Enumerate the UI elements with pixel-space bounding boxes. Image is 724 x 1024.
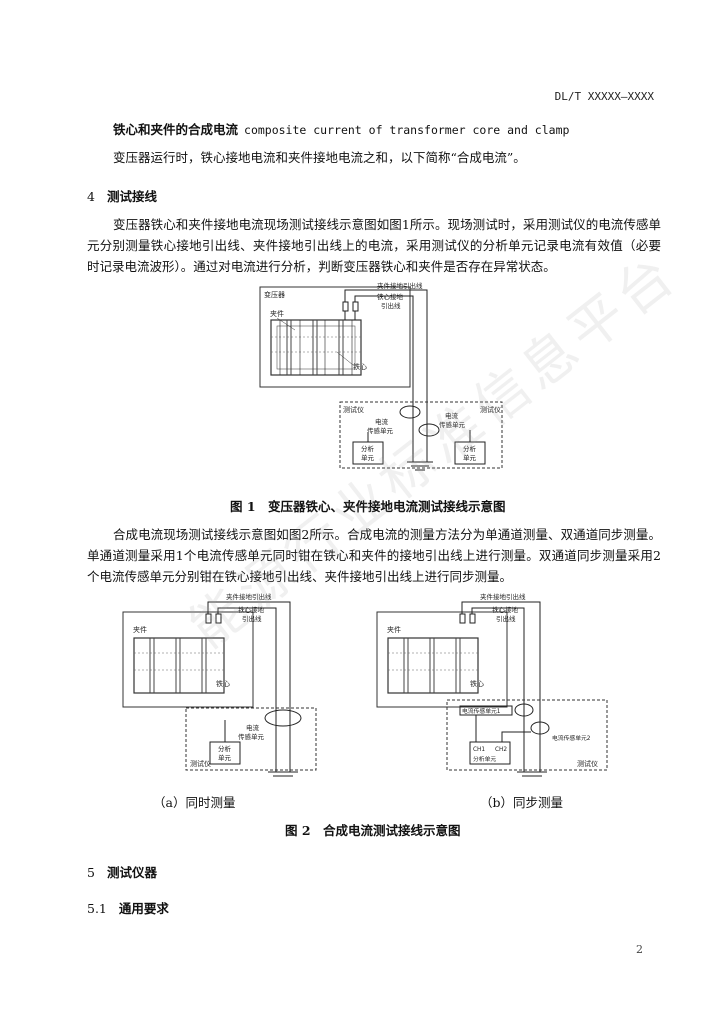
analysis-label-right-a: 分析 [463,444,477,453]
sensor-label-1b: 传感单元 [367,426,394,435]
core-label: 铁心 [470,679,484,688]
analysis-unit-label: 分析单元 [473,755,496,763]
core-lead-label-1: 铁心接地 [238,605,265,614]
figure-2b-diagram: 夹件 铁心 夹件接地引出线 铁心接地 引出线 测试仪 电流传感单元1 电流传感单… [376,592,608,777]
sensor-label-b: 传感单元 [238,732,265,741]
analysis-label-left-b: 单元 [361,453,375,462]
core-label: 铁心 [216,679,230,688]
tester-label: 测试仪 [577,759,598,768]
term-english: composite current of transformer core an… [244,123,570,137]
tester-box [339,401,503,469]
clamp-lead-label: 夹件接地引出线 [377,282,423,290]
figure-2a-subcaption: （a）同时测量 [153,795,236,810]
clamp-label: 夹件 [387,625,401,634]
section-title: 测试仪器 [106,865,157,880]
core-lead-label-2: 引出线 [381,301,401,310]
document-code: DL/T XXXXX—XXXX [554,90,654,103]
section-number: 4 [87,189,95,204]
clamp-lead-label: 夹件接地引出线 [226,592,272,601]
analysis-unit [469,741,511,765]
sensor-ring-1 [514,703,534,717]
core-label: 铁心 [353,362,367,371]
section-title: 通用要求 [118,901,169,916]
clamp-ground-lead [344,289,428,462]
sensor-ring-1 [399,405,421,419]
core-limbs [286,320,344,375]
figure-2-caption: 图 2 合成电流测试接线示意图 [285,823,461,838]
sensor-label-1a: 电流 [375,417,389,426]
term-chinese: 铁心和夹件的合成电流 [113,122,239,137]
section-5-1-heading: 5.1 通用要求 [87,898,169,917]
sensor-label-2a: 电流 [445,411,459,420]
section-number: 5 [87,865,95,880]
section-4-paragraph-2: 合成电流现场测试接线示意图如图2所示。合成电流的测量方法分为单通道测量、双通道同… [87,527,661,584]
sensor-ring [264,709,302,727]
sensor-unit-1-box [459,705,513,716]
ch1-label: CH1 [473,747,485,753]
ch2-label: CH2 [495,747,507,753]
section-4-paragraph-1: 变压器铁心和夹件接地电流现场测试接线示意图如图1所示。现场测试时，采用测试仪的电… [87,217,661,274]
tester-label-left: 测试仪 [343,405,364,414]
clamp-label: 夹件 [270,309,284,318]
figure-2b-subcaption: （b）同步测量 [480,795,564,810]
core-ground-lead [354,295,414,462]
analysis-label-b: 单元 [218,753,232,762]
analysis-label-left-a: 分析 [361,444,375,453]
sensor-ring-2 [418,423,440,437]
sensor-unit-1-label: 电流传感单元1 [462,707,501,715]
sensor-ring-2 [530,721,550,735]
tester-label: 测试仪 [190,759,211,768]
tester-box [446,699,608,771]
clamp-label: 夹件 [133,625,147,634]
figure-1-diagram: 变压器 夹件 铁心 夹件接地引出线 铁心接地 引出线 测试仪 测试仪 电流 传感… [259,282,503,471]
sensor-label-2b: 传感单元 [439,420,466,429]
figure-1-caption: 图 1 变压器铁心、夹件接地电流测试接线示意图 [230,499,506,514]
tester-box [185,707,317,771]
analysis-label-a: 分析 [218,744,232,753]
core-lead-label-1: 铁心接地 [492,605,519,614]
sensor-unit-2-label: 电流传感单元2 [552,734,591,742]
transformer-label: 变压器 [264,290,285,299]
clamp-lead-label: 夹件接地引出线 [480,592,526,601]
tester-label-right: 测试仪 [480,405,501,414]
analysis-label-right-b: 单元 [463,453,477,462]
section-number: 5.1 [87,901,107,916]
section-4-heading: 4 测试接线 [87,186,157,205]
figure-2a-diagram: 夹件 铁心 夹件接地引出线 铁心接地 引出线 测试仪 电流 传感单元 分析 单元 [122,592,317,777]
term-entry: 铁心和夹件的合成电流 composite current of transform… [113,119,569,138]
core-lead-label-2: 引出线 [242,614,262,623]
section-title: 测试接线 [106,189,157,204]
transformer-box [259,286,411,388]
page-number: 2 [636,943,643,956]
section-5-heading: 5 测试仪器 [87,862,157,881]
term-definition: 变压器运行时，铁心接地电流和夹件接地电流之和，以下简称“合成电流”。 [113,150,526,165]
sensor-label-a: 电流 [246,723,260,732]
core-lead-label-2: 引出线 [496,614,516,623]
